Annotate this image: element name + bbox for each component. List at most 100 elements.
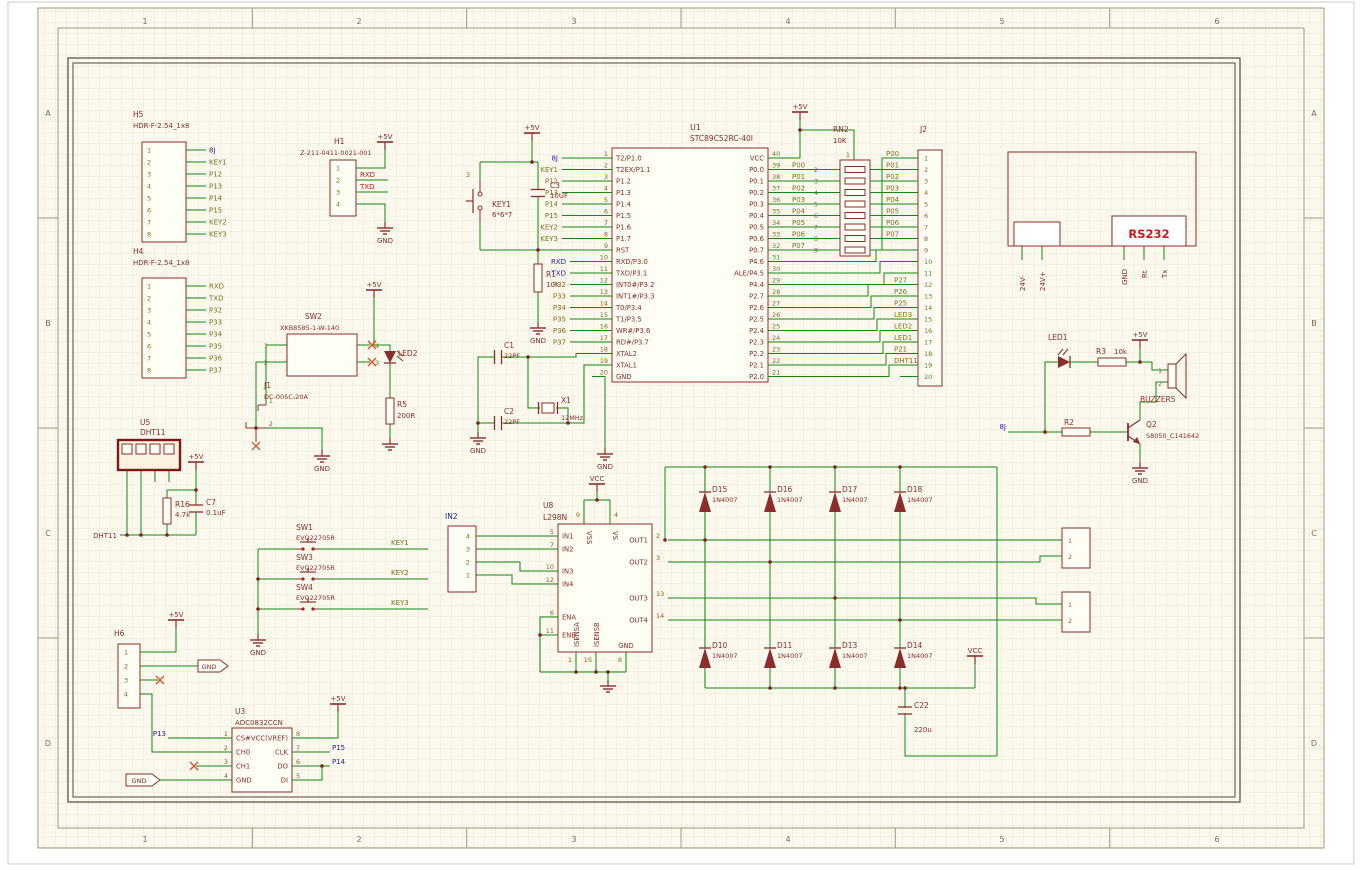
wire[interactable] <box>768 364 918 377</box>
u5-des[interactable]: U5 <box>140 418 150 427</box>
j1-val[interactable]: DC-005C-20A <box>264 393 308 401</box>
u8-name-out3[interactable]: OUT3 <box>629 595 648 603</box>
u5-val[interactable]: DHT11 <box>140 428 166 437</box>
speaker-icon[interactable] <box>1167 363 1177 389</box>
h4-net-3[interactable]: P32 <box>209 307 222 315</box>
led1-des[interactable]: LED1 <box>1048 333 1068 342</box>
rn2-res-7[interactable] <box>844 235 866 242</box>
led2-des[interactable]: LED2 <box>398 349 418 358</box>
d17-des[interactable]: D17 <box>842 485 858 494</box>
h5-net-8[interactable]: KEY3 <box>209 231 227 239</box>
rn2-res-6[interactable] <box>844 223 866 231</box>
j2-net-16[interactable]: LED2 <box>894 323 912 331</box>
power-label[interactable]: +5V <box>366 281 381 289</box>
u1-rname-33[interactable]: P0.6 <box>749 235 764 243</box>
u5-cell-1[interactable] <box>121 443 133 455</box>
gnd-label[interactable]: GND <box>1132 477 1148 485</box>
d11-val[interactable]: 1N4007 <box>777 652 803 660</box>
u1-rnet-35[interactable]: P04 <box>792 208 806 216</box>
u1-rname-25[interactable]: P2.4 <box>749 327 764 335</box>
h1-val[interactable]: Z-211-0411-0021-001 <box>300 149 372 157</box>
h4-net-7[interactable]: P36 <box>209 355 223 363</box>
h1-body[interactable] <box>329 159 357 217</box>
transistor-icon[interactable] <box>1133 437 1140 444</box>
conn-b-body[interactable] <box>1061 591 1091 633</box>
c1-des[interactable]: C1 <box>504 341 514 350</box>
power-label[interactable]: +5V <box>1132 331 1147 339</box>
c22-des[interactable]: C22 <box>914 701 929 710</box>
diode-icon[interactable] <box>699 492 711 512</box>
r5-val[interactable]: 200R <box>397 412 415 420</box>
u1-lname-18[interactable]: XTAL2 <box>616 350 637 358</box>
u8-name-in2[interactable]: IN2 <box>562 546 573 554</box>
led-icon[interactable] <box>384 350 404 364</box>
j2-net-5[interactable]: P04 <box>886 196 900 204</box>
h5-net-2[interactable]: KEY1 <box>209 159 227 167</box>
h5-net-6[interactable]: P15 <box>209 207 222 215</box>
u1-rname-32[interactable]: P0.7 <box>749 247 764 255</box>
key1-des[interactable]: KEY1 <box>492 200 511 209</box>
wire[interactable] <box>870 226 918 239</box>
diode-icon[interactable] <box>699 648 711 668</box>
wire[interactable] <box>476 574 558 585</box>
u8-name-out2[interactable]: OUT2 <box>629 559 648 567</box>
u3-name-ch1[interactable]: CH1 <box>236 763 250 771</box>
h4-net-6[interactable]: P35 <box>209 343 222 351</box>
u1-lname-2[interactable]: T2EX/P1.1 <box>615 166 651 174</box>
sw2-val[interactable]: XKB8585-1-W-140 <box>280 324 339 332</box>
wire[interactable] <box>768 307 918 320</box>
u8-body[interactable] <box>557 523 653 653</box>
j2-net-12[interactable]: P27 <box>894 277 907 285</box>
power-label[interactable]: +5V <box>330 695 345 703</box>
sw4-val[interactable]: EVQ22705R <box>296 594 335 602</box>
r5-body[interactable] <box>385 397 395 425</box>
power-label[interactable]: +5V <box>188 453 203 461</box>
u8-name-enb[interactable]: ENB <box>562 632 576 640</box>
u8-name-isensb[interactable]: ISENSB <box>593 622 601 647</box>
rs232-title[interactable]: RS232 <box>1128 227 1169 241</box>
rs232-pin-24vplus[interactable]: 24V+ <box>1039 271 1047 291</box>
h4-net-2[interactable]: TXD <box>208 295 223 303</box>
rn2-des[interactable]: RN2 <box>833 125 849 134</box>
pushbutton-icon[interactable] <box>477 191 483 197</box>
key1-val[interactable]: 6*6*7 <box>492 211 512 219</box>
u3-name-di[interactable]: DI <box>281 777 288 785</box>
u1-rname-22[interactable]: P2.1 <box>749 362 764 370</box>
j2-net-18[interactable]: P21 <box>894 346 907 354</box>
wire[interactable] <box>768 261 918 274</box>
wire[interactable] <box>1139 381 1168 420</box>
sw3-des[interactable]: SW3 <box>296 553 313 562</box>
h5-des[interactable]: H5 <box>133 110 144 119</box>
sw1-des[interactable]: SW1 <box>296 523 313 532</box>
power-label[interactable]: +5V <box>168 611 183 619</box>
h5-val[interactable]: HDR-F-2.54_1x8 <box>133 122 189 130</box>
d16-val[interactable]: 1N4007 <box>777 496 803 504</box>
h4-body[interactable] <box>141 277 187 379</box>
h5-net-7[interactable]: KEY2 <box>209 219 227 227</box>
u1-lnet-6[interactable]: P15 <box>545 212 558 220</box>
rn2-res-1[interactable] <box>844 166 866 173</box>
h1-net-txd[interactable]: TXD <box>359 183 374 191</box>
u1-rname-21[interactable]: P2.0 <box>749 373 764 381</box>
u5-cell-3[interactable] <box>149 443 161 455</box>
d10-des[interactable]: D10 <box>712 641 728 650</box>
u1-lnet-10[interactable]: RXD <box>551 258 566 266</box>
wire[interactable] <box>768 272 918 285</box>
h5-net-3[interactable]: P12 <box>209 171 222 179</box>
u1-rnet-38[interactable]: P01 <box>792 173 805 181</box>
wire[interactable] <box>668 555 1062 563</box>
tact-switch-icon[interactable] <box>301 607 305 611</box>
u1-rname-27[interactable]: P2.6 <box>749 304 764 312</box>
r3-des[interactable]: R3 <box>1096 347 1106 356</box>
diode-icon[interactable] <box>829 648 841 668</box>
j1-des[interactable]: J1 <box>263 381 271 390</box>
wire[interactable] <box>800 129 855 160</box>
rs232-pin-tx[interactable]: Tx <box>1161 270 1169 279</box>
tact-switch-icon[interactable] <box>301 547 305 551</box>
u3-name-clk[interactable]: CLK <box>275 749 289 757</box>
diode-icon[interactable] <box>829 492 841 512</box>
c22-val[interactable]: 220u <box>914 726 932 734</box>
wire[interactable] <box>768 120 801 159</box>
led-icon[interactable] <box>1058 356 1070 368</box>
u1-lnet-11[interactable]: TXD <box>551 270 566 278</box>
